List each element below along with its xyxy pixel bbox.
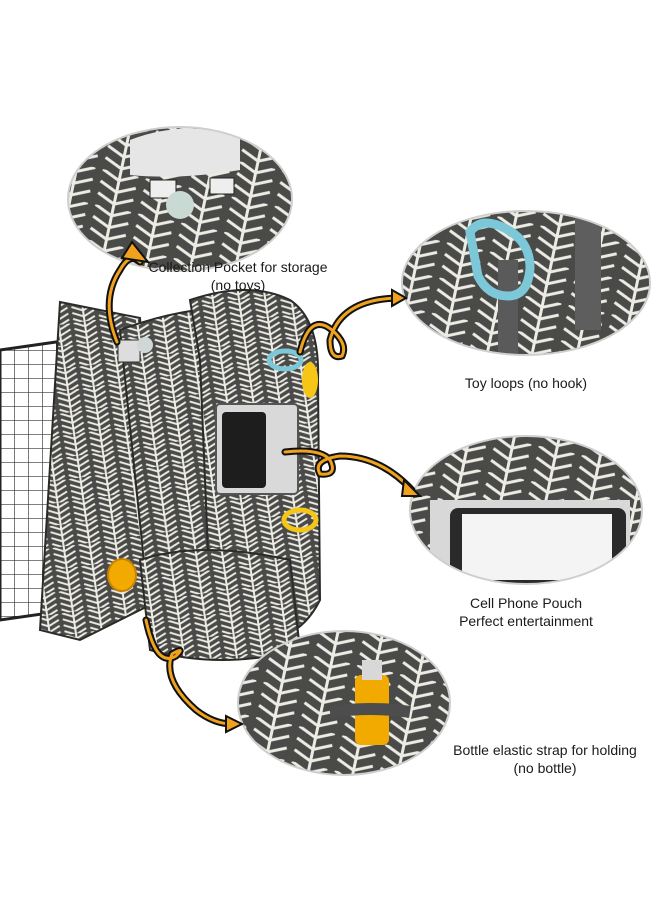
phone: [222, 412, 266, 488]
bottle-label: Bottle elastic strap for holding (no bot…: [440, 741, 650, 777]
toy-label: Toy loops (no hook): [426, 374, 626, 392]
pocket-label-line2: (no toys): [210, 277, 266, 293]
bottle-strap-detail-oval: [237, 630, 451, 776]
toy-loop: [266, 348, 304, 372]
toy-loops-detail-oval: [401, 210, 651, 356]
bottle: [107, 558, 137, 592]
arrows: [105, 240, 423, 734]
phone-label-line2: Perfect entertainment: [459, 613, 593, 629]
toy: [302, 362, 318, 398]
checker-toy: [117, 339, 141, 363]
bottle-label-line2: (no bottle): [513, 760, 577, 776]
pocket-detail-oval: [67, 126, 293, 272]
phone-label: Cell Phone Pouch Perfect entertainment: [426, 594, 626, 630]
teething-ring: [281, 507, 319, 533]
pocket-label: Collection Pocket for storage (no toys): [138, 258, 338, 294]
bottle-label-line1: Bottle elastic strap for holding: [453, 742, 637, 758]
pacifier: [137, 337, 153, 353]
pocket-label-line1: Collection Pocket for storage: [148, 259, 328, 275]
phone-label-line1: Cell Phone Pouch: [469, 595, 583, 611]
phone-pouch-detail-oval: [409, 435, 643, 585]
toy-label-line1: Toy loops (no hook): [464, 375, 588, 391]
cart-seat-cover: [38, 289, 322, 661]
